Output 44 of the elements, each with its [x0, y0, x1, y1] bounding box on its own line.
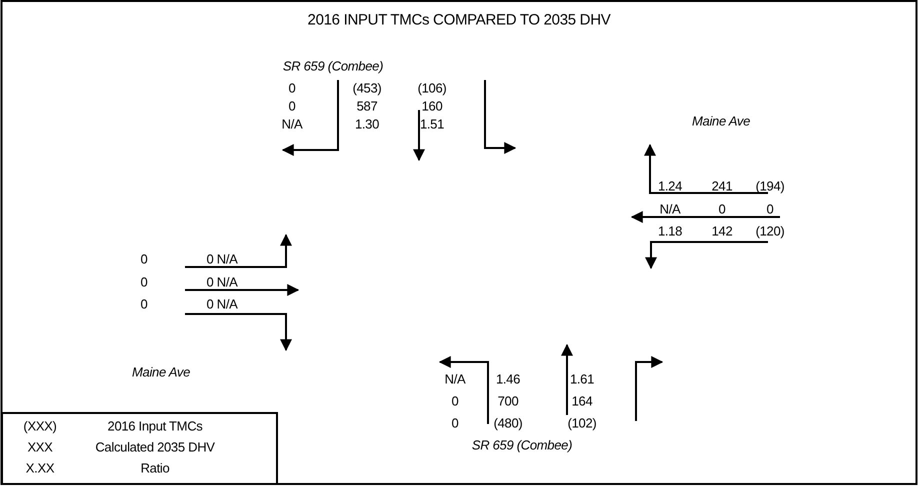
legend-cell: (XXX) — [23, 420, 57, 432]
street-name: Maine Ave — [692, 114, 750, 128]
street-name: Maine Ave — [132, 366, 190, 378]
volume-value: 0 — [140, 298, 148, 310]
volume-value: 0 — [140, 276, 148, 288]
ratio-value: N/A — [660, 202, 680, 216]
volume-value: (106) — [418, 82, 446, 94]
volume-value: 164 — [572, 394, 592, 408]
volume-value: 142 — [712, 224, 732, 238]
volume-value: 0 — [140, 252, 148, 266]
volume-value: 0 — [452, 416, 458, 430]
volume-value: (194) — [756, 180, 784, 192]
volume-ratio-value: 0 N/A — [206, 252, 238, 266]
volume-value: 241 — [712, 180, 732, 192]
legend-cell: Calculated 2035 DHV — [95, 440, 215, 454]
volume-value: (453) — [352, 82, 382, 94]
street-name: SR 659 (Combee) — [282, 60, 384, 72]
street-name: SR 659 (Combee) — [472, 438, 572, 452]
volume-ratio-value: 0 N/A — [206, 276, 238, 288]
ratio-value: 1.24 — [658, 180, 682, 192]
ratio-value: 1.46 — [496, 372, 520, 386]
ratio-value: 1.51 — [420, 118, 444, 130]
volume-value: (480) — [494, 416, 522, 430]
ratio-value: 1.61 — [570, 372, 594, 386]
volume-value: 587 — [356, 100, 378, 112]
volume-value: 700 — [498, 394, 518, 408]
volume-value: 0 — [718, 202, 726, 216]
volume-value: 0 — [766, 202, 774, 216]
volume-value: 0 — [452, 394, 458, 408]
ratio-value: N/A — [444, 372, 466, 386]
legend-cell: X.XX — [26, 462, 54, 474]
volume-value: 160 — [422, 100, 442, 112]
volume-ratio-value: 0 N/A — [206, 298, 238, 310]
volume-value: 0 — [288, 100, 296, 112]
volume-value: (102) — [568, 416, 596, 430]
diagram-title: 2016 INPUT TMCs COMPARED TO 2035 DHV — [308, 12, 610, 28]
ratio-value: N/A — [282, 118, 302, 130]
volume-value: (120) — [756, 224, 784, 238]
legend-cell: XXX — [27, 440, 53, 454]
legend-cell: Ratio — [140, 462, 170, 474]
volume-value: 0 — [288, 82, 296, 94]
ratio-value: 1.30 — [354, 118, 380, 130]
legend-cell: 2016 Input TMCs — [108, 420, 202, 432]
ratio-value: 1.18 — [658, 224, 682, 238]
